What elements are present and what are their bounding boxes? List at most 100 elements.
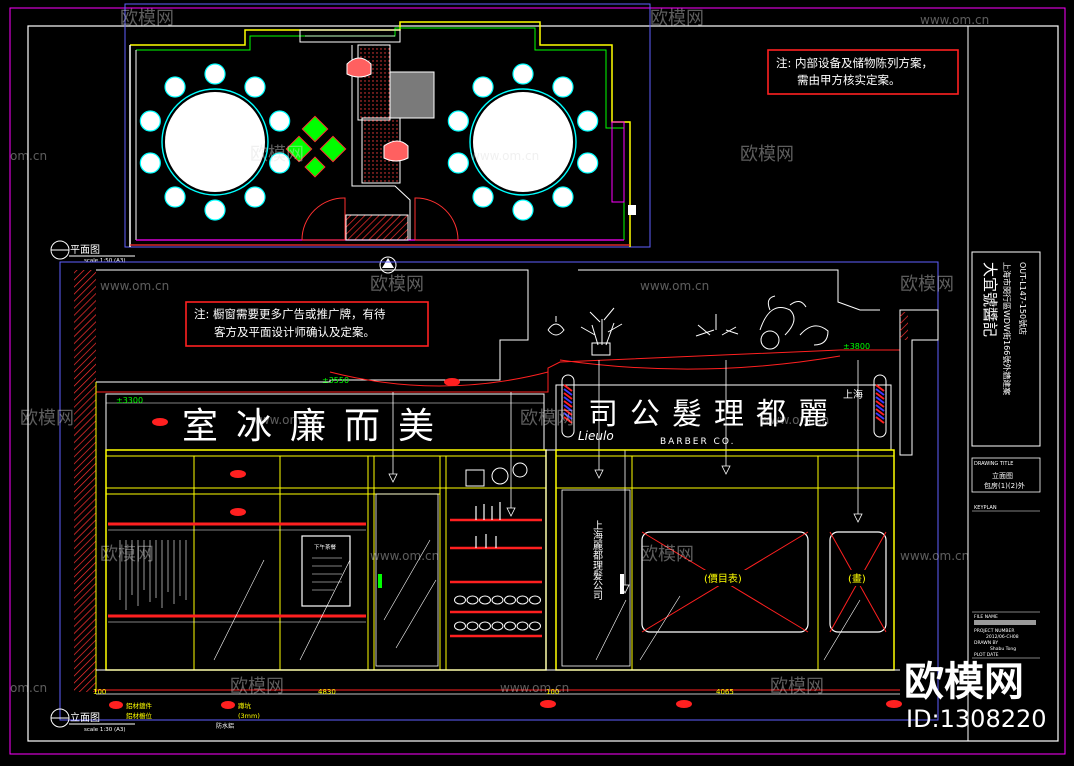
barber-pole-right bbox=[873, 374, 887, 438]
level-right: ±3800 bbox=[843, 342, 870, 351]
chair bbox=[164, 76, 186, 98]
chair bbox=[552, 186, 574, 208]
watermark-stamp: 欧模网 bbox=[100, 544, 154, 565]
drawing-frame bbox=[27, 25, 1059, 742]
entry-mat bbox=[345, 214, 409, 241]
bowl bbox=[479, 595, 491, 605]
watermark-stamp: om.cn bbox=[10, 681, 47, 695]
chair bbox=[472, 186, 494, 208]
barber-text: BARBER CO. bbox=[660, 437, 735, 447]
plot-date-label: PLOT DATE bbox=[974, 652, 999, 658]
watermark-stamp: www.om.cn bbox=[470, 149, 539, 163]
cabinet bbox=[389, 71, 435, 119]
chair bbox=[139, 110, 161, 132]
chair bbox=[204, 63, 226, 85]
bowl bbox=[466, 595, 479, 605]
price-panel bbox=[641, 531, 809, 633]
dim-mid: 4830 bbox=[318, 688, 336, 696]
project-number-label: PROJECT NUMBER bbox=[974, 628, 1014, 634]
watermark-stamp: om.cn bbox=[10, 149, 47, 163]
chair bbox=[447, 110, 469, 132]
elevation-title: 立面图 bbox=[70, 711, 100, 724]
watermark-stamp: 欧模网 bbox=[20, 408, 74, 429]
right-sign-tag: 上海 bbox=[843, 388, 863, 401]
art-panel-label: (畫) bbox=[848, 572, 866, 585]
watermark-corner: 欧模网 ID:1308220 bbox=[904, 659, 1047, 733]
right-door bbox=[561, 489, 631, 667]
watermark-stamp: www.om.cn bbox=[900, 549, 969, 563]
chairs-left bbox=[139, 63, 291, 221]
dimension-line: 100 4830 100 4065 bbox=[93, 688, 734, 696]
watermark-stamp: www.om.cn bbox=[920, 13, 989, 27]
drawing-title-1: 立面图 bbox=[992, 471, 1013, 480]
plan-title: 平面图 bbox=[70, 244, 100, 256]
watermark-stamp: 欧模网 bbox=[370, 274, 424, 295]
level-left: ±3300 bbox=[116, 396, 143, 405]
watermark-stamp: 欧模网 bbox=[770, 676, 824, 697]
elevation-note-line2: 客方及平面设计师确认及定案。 bbox=[214, 325, 375, 339]
elevation-note: 注: 橱窗需要更多广告或推广牌，有待 客方及平面设计师确认及定案。 bbox=[185, 301, 429, 347]
elevation-view: 室冰廉而美 司公髮理都麗 上海 Lieulo BARBER CO. bbox=[59, 261, 939, 730]
watermark-stamp: 欧模网 bbox=[520, 408, 574, 429]
watermark-stamp: 欧模网 bbox=[740, 144, 794, 165]
chair bbox=[512, 199, 534, 221]
elevation-title-marker: 立面图 scale 1:30 (A3) bbox=[50, 708, 135, 733]
pendant-lamps bbox=[388, 360, 863, 594]
bowl bbox=[529, 621, 541, 631]
bowl bbox=[454, 621, 466, 631]
elevation-scale: scale 1:30 (A3) bbox=[84, 727, 126, 733]
plan-title-marker: 平面图 scale 1:50 (A3) bbox=[50, 240, 135, 264]
chair bbox=[244, 186, 266, 208]
bowl bbox=[454, 595, 466, 605]
bowl bbox=[529, 595, 541, 605]
chair bbox=[472, 76, 494, 98]
project-name: 大宜號醬記 bbox=[981, 262, 999, 337]
vertical-sign-text: 上海麗都理髮公司 bbox=[591, 520, 603, 600]
left-sign-text: 室冰廉而美 bbox=[182, 406, 452, 447]
keyplan-label: KEYPLAN bbox=[974, 505, 997, 511]
elevation-note-line1: 注: 橱窗需要更多广告或推广牌，有待 bbox=[194, 307, 386, 321]
watermark-stamp: www.om.cn bbox=[100, 279, 169, 293]
chair bbox=[577, 110, 599, 132]
dim-right: 4065 bbox=[716, 688, 734, 696]
watermark-stamp: 欧模网 bbox=[650, 8, 704, 29]
chair bbox=[552, 76, 574, 98]
chairs-right bbox=[447, 63, 599, 221]
chair bbox=[244, 76, 266, 98]
watermark-id: ID:1308220 bbox=[906, 705, 1047, 733]
project-address: 上海市閔行區WDW街166號外牆建案 bbox=[1002, 262, 1012, 395]
bowl bbox=[516, 595, 529, 605]
watermark-stamp: www.om.cn bbox=[760, 413, 829, 427]
tag-c: 鋁材鍍件 bbox=[126, 701, 153, 710]
floor-plan bbox=[124, 3, 651, 248]
drawing-title-label: DRAWING TITLE bbox=[974, 461, 1013, 467]
tag-b: 防水鋁 bbox=[216, 722, 234, 730]
right-storefront: 上海麗都理髮公司 (價目表) (畫) bbox=[555, 449, 895, 671]
bowl bbox=[516, 621, 529, 631]
right-sign-text: 司公髮理都麗 bbox=[588, 397, 840, 432]
menu-board bbox=[301, 535, 351, 607]
vertical-sign: 上海麗都理髮公司 bbox=[591, 520, 603, 600]
file-name-label: FILE NAME bbox=[974, 614, 998, 620]
barber-pole-left bbox=[561, 374, 575, 438]
watermark-stamp: 欧模网 bbox=[230, 676, 284, 697]
chair bbox=[512, 63, 534, 85]
watermark-stamp: 欧模网 bbox=[120, 8, 174, 29]
material-tags: 鋁材鍍件 鋁材櫥位 蹲坑 (3mm) 防水鋁 bbox=[109, 700, 902, 730]
watermark-stamp: www.om.cn bbox=[370, 549, 439, 563]
chair bbox=[139, 152, 161, 174]
watermark-stamp: 欧模网 bbox=[640, 544, 694, 565]
bowl bbox=[504, 621, 516, 631]
plan-note-line1: 注: 内部设备及储物陈列方案， bbox=[776, 56, 933, 70]
bowl bbox=[479, 621, 491, 631]
chair bbox=[164, 186, 186, 208]
bowl bbox=[466, 621, 479, 631]
menu-board-title: 下午茶餐 bbox=[314, 543, 337, 551]
chair bbox=[269, 152, 291, 174]
drawing-title-2: 包房(1)(2)外 bbox=[984, 481, 1025, 490]
section-marker bbox=[379, 256, 397, 274]
drawn-by-value: Shabu Tong bbox=[990, 646, 1016, 652]
roof-plants bbox=[547, 295, 829, 356]
